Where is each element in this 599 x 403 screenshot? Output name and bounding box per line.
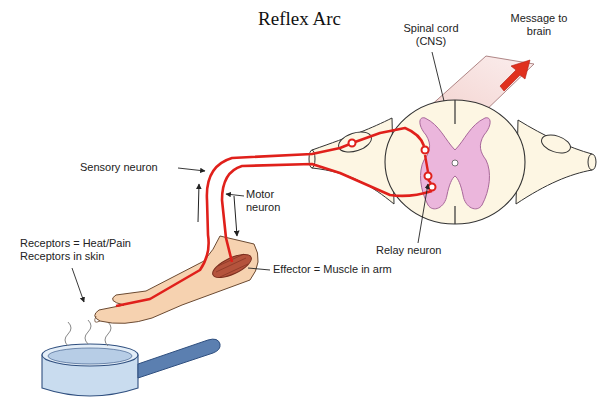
pan-rim	[42, 344, 138, 366]
ventral-fissure	[454, 206, 455, 224]
dorsal-root-ganglion	[336, 128, 374, 156]
direction-arrow	[234, 196, 237, 236]
leader-line	[178, 168, 205, 171]
leader-line	[418, 184, 428, 243]
effector-label: Effector = Muscle in arm	[273, 263, 392, 276]
pan-handle	[138, 339, 220, 378]
sensory-neuron-path	[116, 128, 424, 306]
right-ganglion	[539, 132, 572, 156]
central-canal	[452, 160, 458, 166]
cell-body	[422, 147, 429, 154]
cell-body	[425, 173, 432, 180]
finger	[95, 316, 100, 322]
grey-matter	[420, 118, 490, 209]
relay-neuron-path	[425, 155, 431, 183]
right-nerve-root	[516, 120, 592, 204]
leader-line	[226, 194, 244, 196]
neuron-label: Relay neuron	[376, 244, 441, 257]
annotation-label: Message to brain	[503, 12, 575, 38]
neuron-label: Motor neuron	[246, 188, 296, 214]
leader-line	[248, 268, 270, 270]
structure-label: Spinal cord (CNS)	[395, 22, 467, 48]
brain-arrow	[500, 60, 530, 91]
spinal-cord-section	[385, 100, 525, 224]
steam	[65, 322, 71, 346]
steam	[85, 320, 91, 344]
diagram-title: Reflex Arc	[0, 8, 599, 30]
nerve-end	[588, 154, 596, 170]
cell-body	[349, 140, 356, 147]
leader-line	[72, 268, 84, 302]
arm-muscle	[210, 250, 255, 282]
neuron-label: Sensory neuron	[80, 161, 158, 174]
direction-arrow	[198, 184, 199, 222]
arm	[95, 236, 258, 323]
leader-line	[432, 52, 444, 101]
steam	[105, 322, 111, 346]
receptor-label: Receptors = Heat/Pain Receptors in skin	[20, 237, 154, 263]
dorsal-sulcus	[454, 100, 455, 124]
cell-body	[429, 184, 436, 191]
pan-inside	[48, 348, 132, 364]
